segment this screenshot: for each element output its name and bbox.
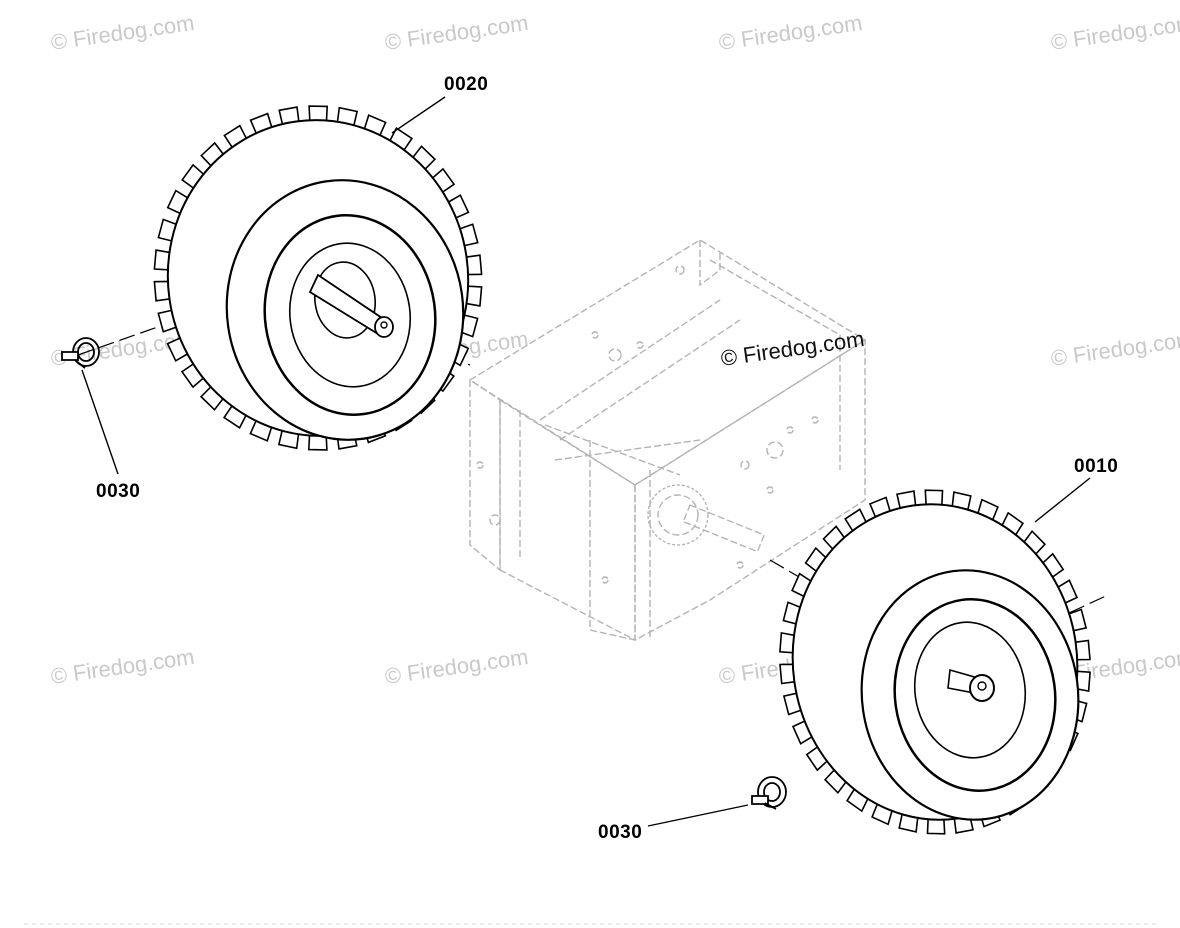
- callout-0020: 0020: [444, 74, 488, 95]
- callout-0030-left: 0030: [96, 481, 140, 502]
- watermark-dark: © Firedog.com: [719, 326, 866, 371]
- callout-0010: 0010: [1074, 456, 1118, 477]
- hitch-pin-left: [61, 337, 100, 369]
- tread-lug: [308, 105, 329, 122]
- watermark: © Firedog.com: [1049, 326, 1180, 371]
- watermark: © Firedog.com: [383, 644, 530, 689]
- wheel-left: [153, 105, 483, 451]
- callout-0030-right: 0030: [598, 822, 642, 843]
- tread-lug: [924, 489, 944, 506]
- watermark: © Firedog.com: [1049, 10, 1180, 55]
- tread-lug: [926, 818, 946, 835]
- watermark: © Firedog.com: [49, 10, 196, 55]
- frame-housing: [468, 239, 867, 642]
- leader-lines: [81, 96, 1091, 827]
- watermark: © Firedog.com: [49, 644, 196, 689]
- watermark: © Firedog.com: [717, 10, 864, 55]
- hitch-pin-right: [751, 776, 787, 810]
- wheel-right: [779, 489, 1091, 835]
- watermark: © Firedog.com: [383, 10, 530, 55]
